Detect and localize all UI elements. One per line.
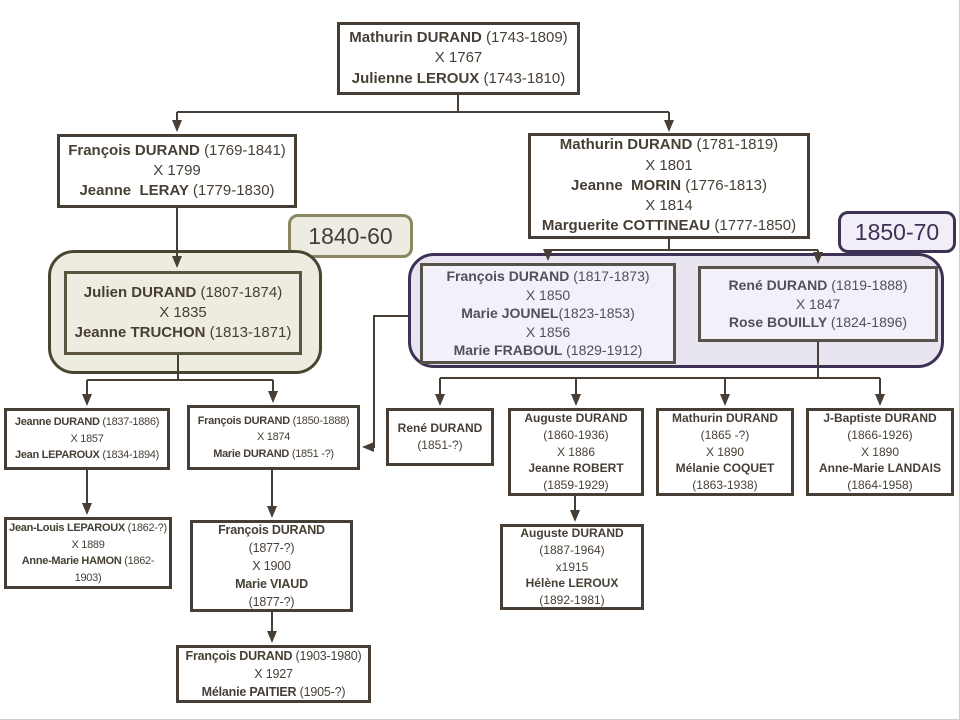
- person-text-line: René DURAND: [397, 421, 483, 436]
- person-text-line: (1865 -?): [700, 427, 750, 442]
- person-text-line: Jean LEPAROUX (1834-1894): [15, 449, 159, 462]
- person-text-line: X 1835: [159, 303, 207, 321]
- person-text-line: Julien DURAND (1807-1874): [83, 283, 283, 301]
- person-text-line: François DURAND (1769-1841): [68, 141, 286, 159]
- person-text-line: Hélène LEROUX: [525, 576, 619, 591]
- person-text-line: Marie VIAUD: [235, 577, 308, 592]
- person-text-line: Jean-Louis LEPAROUX (1862-?): [9, 522, 167, 534]
- person-text-line: René DURAND (1819-1888): [728, 277, 908, 294]
- person-text-line: (1851-?): [417, 438, 463, 452]
- person-text-line: X 1850: [525, 286, 571, 303]
- person-text-line: 1903): [74, 571, 102, 584]
- person-text-line: X 1857: [70, 432, 104, 445]
- person-text-line: François DURAND (1817-1873): [446, 267, 650, 284]
- person-text-line: X 1874: [256, 431, 291, 444]
- person-text-line: Julienne LEROUX (1743-1810): [351, 69, 566, 87]
- person-text-line: François DURAND (1850-1888): [197, 414, 350, 427]
- person-text-line: Jeanne LERAY (1779-1830): [79, 182, 275, 200]
- person-text-line: (1892-1981): [539, 593, 605, 608]
- person-text-line: (1866-1926): [847, 427, 913, 442]
- person-text-line: X 1814: [645, 197, 693, 215]
- era-label-1850-70: 1850-70: [838, 211, 956, 253]
- person-text-line: x1915: [555, 559, 589, 574]
- era-label-1840-60: 1840-60: [288, 214, 413, 258]
- person-text-line: Rose BOUILLY (1824-1896): [728, 314, 908, 331]
- person-text-line: Auguste DURAND: [520, 526, 624, 541]
- person-text-line: X 1799: [153, 161, 201, 179]
- person-text-line: (1877-?): [248, 540, 295, 555]
- person-text-line: Jeanne DURAND (1837-1886): [14, 416, 160, 429]
- person-text-line: (1877-?): [248, 595, 295, 610]
- person-text-line: Mélanie PAITIER (1905-?): [201, 685, 346, 700]
- person-text-line: Marie DURAND (1851 -?): [213, 447, 334, 460]
- person-text-line: Mathurin DURAND (1743-1809): [349, 29, 568, 47]
- person-text-line: J-Baptiste DURAND: [823, 411, 937, 426]
- person-text-line: X 1927: [254, 666, 293, 681]
- person-text-line: X 1889: [71, 538, 105, 551]
- person-text-line: Jeanne MORIN (1776-1813): [571, 176, 767, 194]
- person-text-line: X 1856: [525, 323, 571, 340]
- person-text-line: Auguste DURAND: [524, 411, 628, 426]
- person-text-line: Jeanne TRUCHON (1813-1871): [74, 324, 292, 342]
- person-text-line: X 1767: [434, 49, 483, 67]
- connector-arrow-line: [362, 315, 408, 452]
- person-text-line: François DURAND (1903-1980): [185, 648, 362, 663]
- person-text-line: (1860-1936): [543, 427, 609, 442]
- person-text-line: X 1900: [252, 558, 291, 573]
- person-text-line: Mathurin DURAND (1781-1819): [559, 136, 779, 154]
- person-text-line: François DURAND: [218, 522, 325, 537]
- person-text-line: (1887-1964): [539, 542, 605, 557]
- person-text-line: Anne-Marie HAMON (1862-: [21, 555, 155, 567]
- person-text-line: Mathurin DURAND: [672, 411, 778, 426]
- person-text-line: (1864-1958): [847, 478, 913, 493]
- person-text-line: Anne-Marie LANDAIS: [818, 461, 941, 476]
- person-text-line: Mélanie COQUET: [675, 461, 775, 476]
- person-text-line: X 1886: [556, 444, 596, 459]
- person-text-line: (1863-1938): [692, 478, 758, 493]
- person-text-line: X 1847: [795, 295, 841, 312]
- person-text-line: X 1890: [860, 444, 900, 459]
- person-text-line: Marie JOUNEL(1823-1853): [461, 305, 635, 322]
- person-text-line: Marguerite COTTINEAU (1777-1850): [541, 217, 797, 235]
- person-text-line: X 1890: [705, 444, 745, 459]
- person-text-line: (1859-1929): [543, 478, 609, 493]
- person-text-line: Marie FRABOUL (1829-1912): [453, 342, 643, 359]
- person-text-line: X 1801: [645, 156, 693, 174]
- person-text-line: Jeanne ROBERT: [528, 461, 624, 476]
- person-box-rene-durand-1851: René DURAND (1851-?): [386, 408, 494, 466]
